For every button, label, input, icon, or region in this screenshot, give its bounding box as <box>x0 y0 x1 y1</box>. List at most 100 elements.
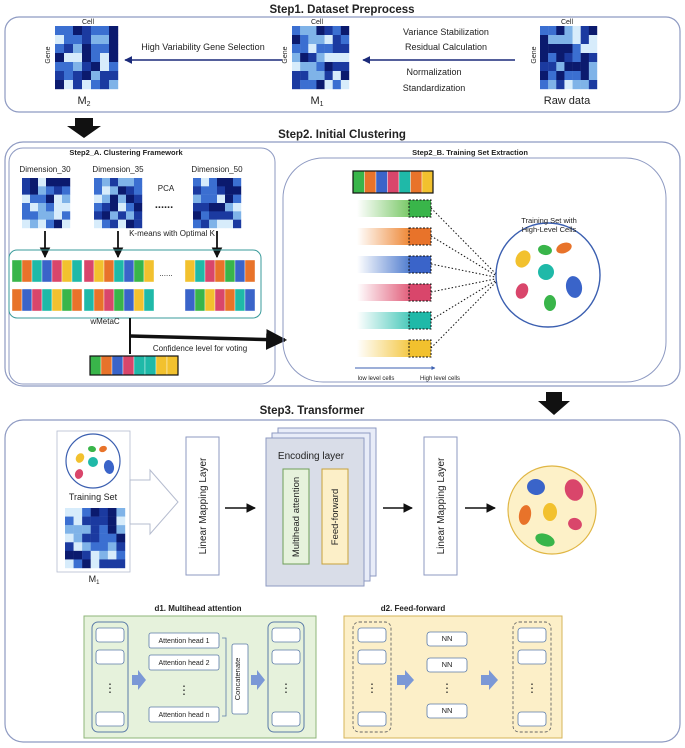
wmetac-consensus-bar <box>89 355 179 376</box>
heatmap-cell <box>564 35 573 45</box>
cell-cluster <box>99 445 107 453</box>
heatmap-cell <box>233 211 242 220</box>
training-consensus-cell <box>364 170 377 194</box>
step2-title: Step2. Initial Clustering <box>278 129 406 141</box>
heatmap-cell <box>340 44 350 54</box>
big-arrow-step1-to-step2 <box>67 118 101 138</box>
heatmap-cell <box>73 80 83 90</box>
heatmap-cell <box>65 550 74 560</box>
dimension-35-label: Dimension_35 <box>92 165 144 174</box>
d1-vdots-right: ⋮ <box>280 681 292 695</box>
heatmap-cell <box>46 219 55 229</box>
heatmap-cell <box>540 62 549 72</box>
gradient-bar <box>357 284 409 301</box>
heatmap-cell <box>308 62 317 72</box>
gradient-bar <box>357 200 409 217</box>
heatmap-cell <box>64 44 74 54</box>
heatmap-cell <box>292 62 301 72</box>
heatmap-dimension-30 <box>22 178 71 229</box>
heatmap-cell <box>64 62 74 72</box>
concatenate-label: Concatenate <box>233 658 242 701</box>
heatmap-cell <box>65 559 74 569</box>
confidence-gradient-bars <box>357 199 432 358</box>
heatmap-cell <box>65 542 74 552</box>
cell-cluster <box>103 460 115 474</box>
cluster-label-cell <box>11 259 23 283</box>
heatmap-cell <box>64 53 74 63</box>
d1-output-token <box>271 711 301 727</box>
heatmap-cell <box>126 219 135 229</box>
wmetac-cell <box>133 355 146 376</box>
heatmap-cell <box>110 203 119 212</box>
heatmap-cell <box>564 80 573 90</box>
cluster-label-cell <box>71 259 83 283</box>
heatmap-cell <box>118 219 127 229</box>
heatmap-cell <box>73 550 83 560</box>
heatmap-cell <box>54 178 63 187</box>
heatmap-cell <box>38 178 47 187</box>
heatmap-cell <box>233 178 242 187</box>
heatmap-cell <box>82 525 91 534</box>
heatmap-cell <box>22 211 31 220</box>
heatmap-cell <box>109 35 119 45</box>
heatmap-cell <box>588 26 598 36</box>
heatmap-cell <box>55 62 65 72</box>
training-consensus-cell <box>410 170 423 194</box>
heatmap-cell <box>82 80 92 90</box>
heatmap-cell <box>55 26 65 36</box>
heatmap-cell <box>209 178 218 187</box>
heatmap-cell <box>107 542 117 552</box>
cluster-label-cell <box>143 259 155 283</box>
pca-dots: ...... <box>155 199 173 211</box>
cluster-label-cell <box>184 259 196 283</box>
m1-cell-label: Cell <box>311 19 324 26</box>
heatmap-cell <box>38 219 47 229</box>
d2-vdots-right: ⋮ <box>526 681 538 695</box>
heatmap-cell <box>340 80 350 90</box>
heatmap-cell <box>201 219 210 229</box>
m1-label: M1 <box>310 95 323 108</box>
confidence-label: Confidence level for voting <box>153 344 247 353</box>
wmetac-cell <box>166 355 179 376</box>
selection-dotted-lines <box>430 207 501 349</box>
heatmap-cell <box>91 62 101 72</box>
heatmap-cell <box>225 211 234 220</box>
heatmap-cell <box>73 516 83 526</box>
heatmap-cell <box>73 508 83 517</box>
heatmap-cell <box>38 203 47 212</box>
heatmap-cell <box>82 542 91 552</box>
heatmap-cell <box>94 203 103 212</box>
heatmap-cell <box>46 194 55 204</box>
heatmap-cell <box>316 35 325 45</box>
heatmap-cell <box>588 35 598 45</box>
multihead-attention-block <box>282 468 310 565</box>
heatmap-cell <box>99 508 109 517</box>
heatmap-cell <box>22 186 31 195</box>
d1-input-stack <box>91 621 129 733</box>
op-hvg: High Variability Gene Selection <box>141 42 264 52</box>
heatmap-cell <box>110 211 119 220</box>
heatmap-cell <box>99 550 109 560</box>
heatmap-cell <box>316 44 325 54</box>
heatmap-cell <box>233 194 242 204</box>
heatmap-cell <box>54 194 63 204</box>
heatmap-cell <box>193 219 202 229</box>
cell-cluster <box>556 242 572 254</box>
cluster-label-cell <box>103 259 115 283</box>
heatmap-cell <box>292 35 301 45</box>
heatmap-cell <box>588 80 598 90</box>
heatmap-cell <box>548 35 557 45</box>
cluster-label-cell <box>41 259 53 283</box>
heatmap-cell <box>580 53 590 63</box>
heatmap-cell <box>73 525 83 534</box>
heatmap-cell <box>91 44 101 54</box>
heatmap-cell <box>65 533 74 543</box>
heatmap-cell <box>572 71 581 81</box>
nn-box <box>426 631 468 647</box>
attention-head-box <box>148 706 220 723</box>
gradient-bar <box>357 312 409 329</box>
heatmap-cell <box>94 178 103 187</box>
high-confidence-segment <box>408 227 432 246</box>
heatmap-cell <box>110 178 119 187</box>
